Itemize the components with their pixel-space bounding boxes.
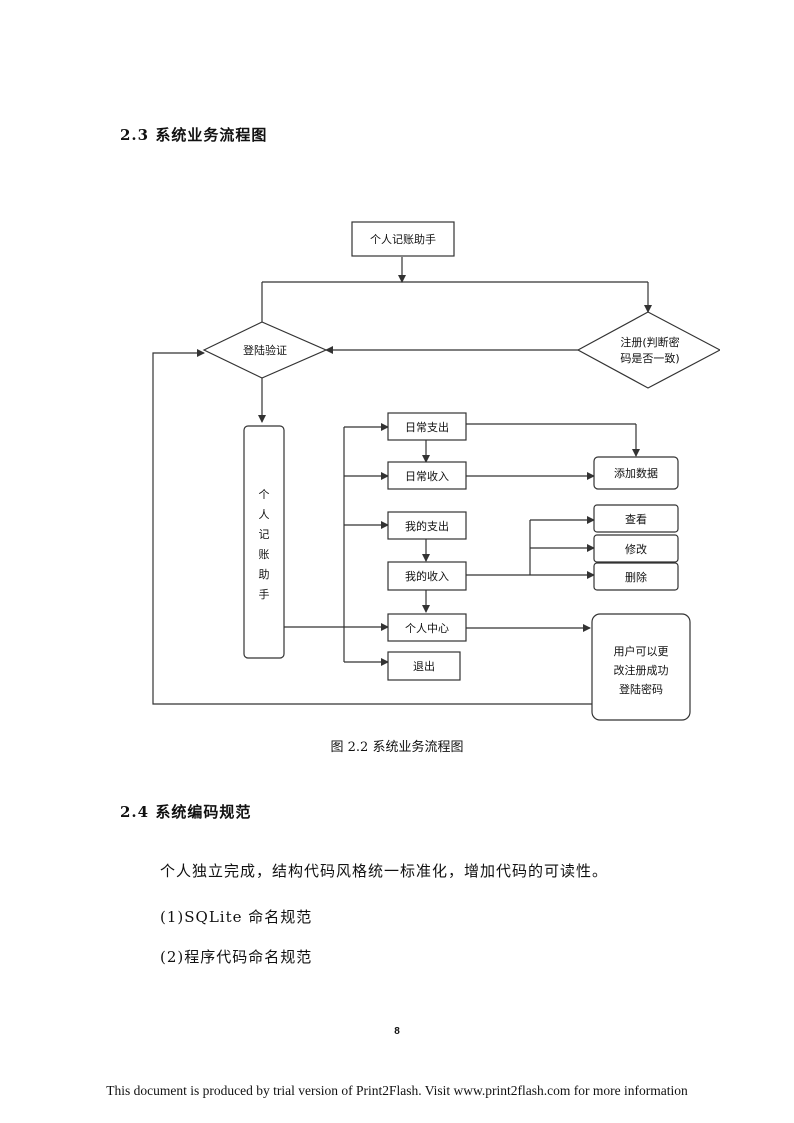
svg-text:登陆验证: 登陆验证	[243, 343, 287, 357]
node-register-decision: 注册(判断密 码是否一致)	[576, 311, 720, 389]
node-add-data: 添加数据	[593, 456, 679, 490]
node-my-expense: 我的支出	[387, 511, 467, 540]
svg-text:我的收入: 我的收入	[405, 569, 449, 583]
svg-text:添加数据: 添加数据	[614, 466, 658, 480]
node-delete: 删除	[593, 562, 679, 591]
section-heading: 2.4 系统编码规范	[120, 803, 252, 821]
business-flowchart: 个人记账助手 登陆验证 注册(判断密 码是否一致) 个 人 记 账 助 手 日常…	[152, 221, 720, 721]
node-title: 个人记账助手	[351, 221, 455, 257]
node-my-income: 我的收入	[387, 561, 467, 591]
section-heading: 2.3 系统业务流程图	[120, 126, 268, 144]
node-view: 查看	[593, 504, 679, 533]
svg-text:助: 助	[259, 567, 270, 581]
list-item: (1)SQLite 命名规范	[160, 908, 313, 926]
svg-text:用户可以更: 用户可以更	[614, 644, 669, 658]
svg-text:登陆密码: 登陆密码	[619, 682, 663, 696]
svg-text:账: 账	[259, 548, 270, 561]
list-item: (2)程序代码命名规范	[160, 948, 313, 966]
svg-text:个人记账助手: 个人记账助手	[370, 232, 436, 246]
node-personal-center: 个人中心	[387, 613, 467, 642]
svg-text:手: 手	[259, 587, 270, 601]
svg-text:日常支出: 日常支出	[405, 420, 449, 434]
node-daily-expense: 日常支出	[387, 412, 467, 441]
node-login-decision: 登陆验证	[202, 321, 328, 379]
svg-text:记: 记	[259, 528, 270, 541]
svg-text:日常收入: 日常收入	[405, 469, 449, 483]
figure-caption: 图 2.2 系统业务流程图	[330, 740, 464, 755]
footer-notice: This document is produced by trial versi…	[106, 1083, 688, 1098]
node-logout: 退出	[387, 651, 461, 681]
svg-text:个: 个	[259, 488, 270, 501]
node-side-title: 个 人 记 账 助 手	[243, 425, 285, 659]
svg-text:个人中心: 个人中心	[405, 622, 449, 635]
svg-text:删除: 删除	[625, 570, 647, 584]
svg-text:我的支出: 我的支出	[405, 519, 449, 533]
node-modify: 修改	[593, 534, 679, 563]
svg-text:人: 人	[259, 508, 270, 521]
page-number: 8	[394, 1026, 400, 1037]
paragraph: 个人独立完成，结构代码风格统一标准化，增加代码的可读性。	[160, 862, 609, 880]
node-user-note: 用户可以更 改注册成功 登陆密码	[591, 613, 691, 721]
svg-text:码是否一致): 码是否一致)	[620, 351, 679, 365]
svg-text:注册(判断密: 注册(判断密	[620, 335, 679, 349]
svg-text:改注册成功: 改注册成功	[614, 663, 669, 677]
svg-text:退出: 退出	[413, 659, 435, 673]
flow-connectors	[152, 257, 652, 705]
svg-text:查看: 查看	[625, 512, 647, 526]
node-daily-income: 日常收入	[387, 461, 467, 490]
svg-text:修改: 修改	[625, 542, 647, 556]
